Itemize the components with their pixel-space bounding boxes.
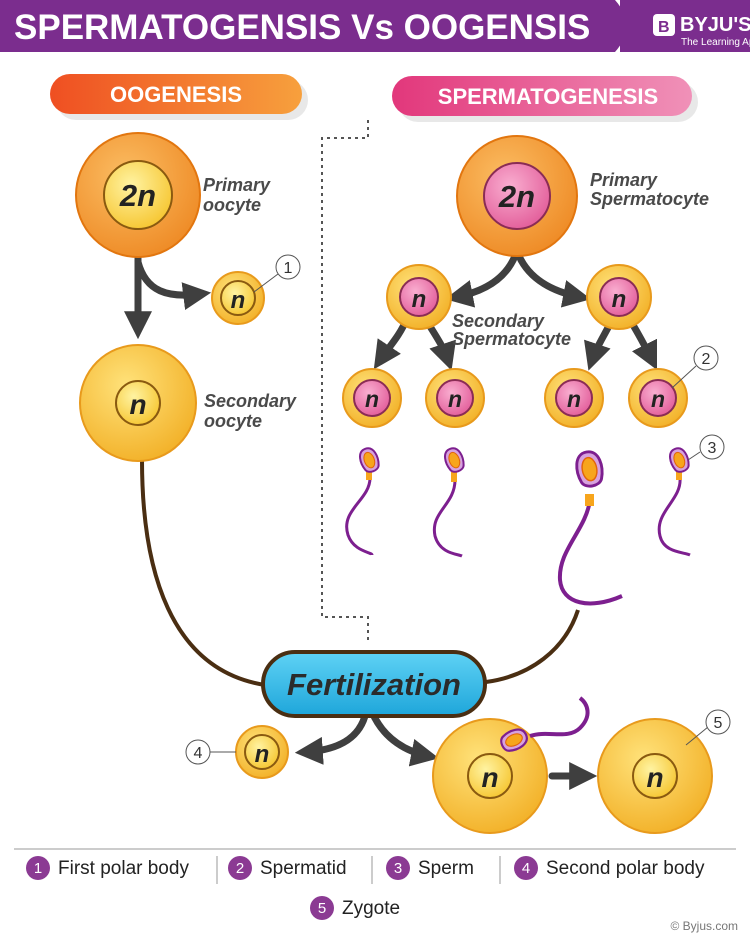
primary-spermatocyte: 2n (456, 135, 578, 257)
fertilized-egg: n (432, 718, 548, 834)
secondary-oocyte-label-2: oocyte (204, 411, 262, 431)
marker-2-text: 2 (702, 351, 711, 368)
logo-name: BYJU'S (680, 14, 750, 36)
legend-item-4: 4 Second polar body (514, 856, 705, 880)
spermatid-2-ploidy: n (448, 386, 462, 412)
legend: 1 First polar body 2 Spermatid 3 Sperm 4… (26, 856, 705, 920)
legend-item-4-num: 4 (522, 860, 530, 877)
first-polar-body: n (211, 271, 265, 325)
fertilization-box: Fertilization (261, 650, 487, 718)
title-banner: SPERMATOGENSIS Vs OOGENSIS (0, 0, 627, 52)
marker-2: 2 (671, 345, 719, 389)
secondary-spermatocyte-right: n (586, 264, 652, 330)
first-polar-body-ploidy: n (231, 287, 246, 314)
legend-item-3: 3 Sperm (386, 856, 474, 880)
legend-item-5-label: Zygote (342, 898, 400, 919)
spermatid-4: n (628, 368, 688, 428)
second-polar-body-ploidy: n (255, 741, 270, 768)
marker-3-text: 3 (708, 440, 717, 457)
spermatid-2: n (425, 368, 485, 428)
fertilized-egg-ploidy: n (481, 762, 498, 793)
marker-5-text: 5 (714, 715, 723, 732)
legend-item-3-label: Sperm (418, 858, 474, 879)
spermatid-3: n (544, 368, 604, 428)
oocyte-to-fertilization-line (140, 459, 266, 687)
primary-oocyte-label-2: oocyte (203, 195, 261, 215)
marker-4-text: 4 (194, 745, 203, 762)
spermatid-4-ploidy: n (651, 386, 665, 412)
arrow-to-second-polar-body (294, 708, 370, 765)
primary-oocyte-label-1: Primary (203, 175, 271, 195)
second-polar-body: n (235, 725, 289, 779)
legend-item-2: 2 Spermatid (228, 856, 347, 880)
oogenesis-heading-text: OOGENESIS (110, 82, 242, 107)
sperm-3 (557, 448, 623, 606)
legend-item-2-label: Spermatid (260, 858, 347, 879)
secondary-oocyte-label-1: Secondary (204, 391, 297, 411)
secondary-spermatocyte-label-2: Spermatocyte (452, 329, 571, 349)
primary-spermatocyte-ploidy: 2n (498, 179, 535, 214)
legend-item-4-label: Second polar body (546, 858, 705, 879)
marker-1-text: 1 (284, 260, 293, 277)
sperm-entering-egg (497, 696, 590, 756)
spermatid-1-ploidy: n (365, 386, 379, 412)
zygote-ploidy: n (646, 762, 663, 793)
secondary-spermatocyte-left: n (386, 264, 452, 330)
arrow-to-first-polar-body (134, 258, 212, 310)
byjus-logo: B BYJU'S The Learning App (620, 0, 750, 52)
sperm-to-fertilization-line (485, 609, 580, 684)
arrow-to-fertilized-egg (368, 708, 439, 767)
arrow-to-secondary-spermatocyte-right (515, 252, 591, 308)
primary-spermatocyte-label-1: Primary (590, 170, 658, 190)
section-divider (321, 120, 369, 640)
primary-oocyte-ploidy: 2n (119, 178, 156, 213)
sperm-2 (432, 444, 468, 558)
legend-item-5-num: 5 (318, 900, 326, 917)
sperm-4 (657, 444, 693, 557)
arrows (124, 252, 658, 790)
zygote: n (597, 718, 713, 834)
spermatogenesis-heading: SPERMATOGENESIS (392, 76, 698, 122)
sperm-1 (345, 444, 383, 557)
legend-item-3-num: 3 (394, 860, 402, 877)
legend-item-1-num: 1 (34, 860, 42, 877)
secondary-spermatocyte-right-ploidy: n (612, 286, 627, 313)
secondary-oocyte-ploidy: n (129, 389, 146, 420)
copyright: © Byjus.com (670, 919, 738, 933)
legend-item-1: 1 First polar body (26, 856, 189, 880)
spermatogenesis-heading-text: SPERMATOGENESIS (438, 84, 658, 109)
secondary-oocyte: n (79, 344, 197, 462)
marker-3: 3 (687, 434, 725, 461)
primary-spermatocyte-label-2: Spermatocyte (590, 189, 709, 209)
legend-item-1-label: First polar body (58, 858, 189, 879)
marker-1: 1 (253, 254, 301, 293)
marker-5: 5 (685, 709, 731, 746)
spermatid-3-ploidy: n (567, 386, 581, 412)
logo-tagline: The Learning App (681, 37, 750, 48)
legend-item-2-num: 2 (236, 860, 244, 877)
marker-4: 4 (185, 739, 236, 765)
logo-mark-icon: B (658, 19, 670, 36)
page-title: SPERMATOGENSIS Vs OOGENSIS (14, 8, 590, 47)
oogenesis-heading: OOGENESIS (50, 74, 308, 120)
primary-oocyte: 2n (75, 132, 201, 258)
fertilization-label: Fertilization (287, 667, 461, 702)
secondary-spermatocyte-label-1: Secondary (452, 311, 545, 331)
legend-item-5: 5 Zygote (310, 896, 400, 920)
spermatid-1: n (342, 368, 402, 428)
arrow-to-secondary-spermatocyte-left (445, 252, 519, 308)
secondary-spermatocyte-left-ploidy: n (412, 286, 427, 313)
